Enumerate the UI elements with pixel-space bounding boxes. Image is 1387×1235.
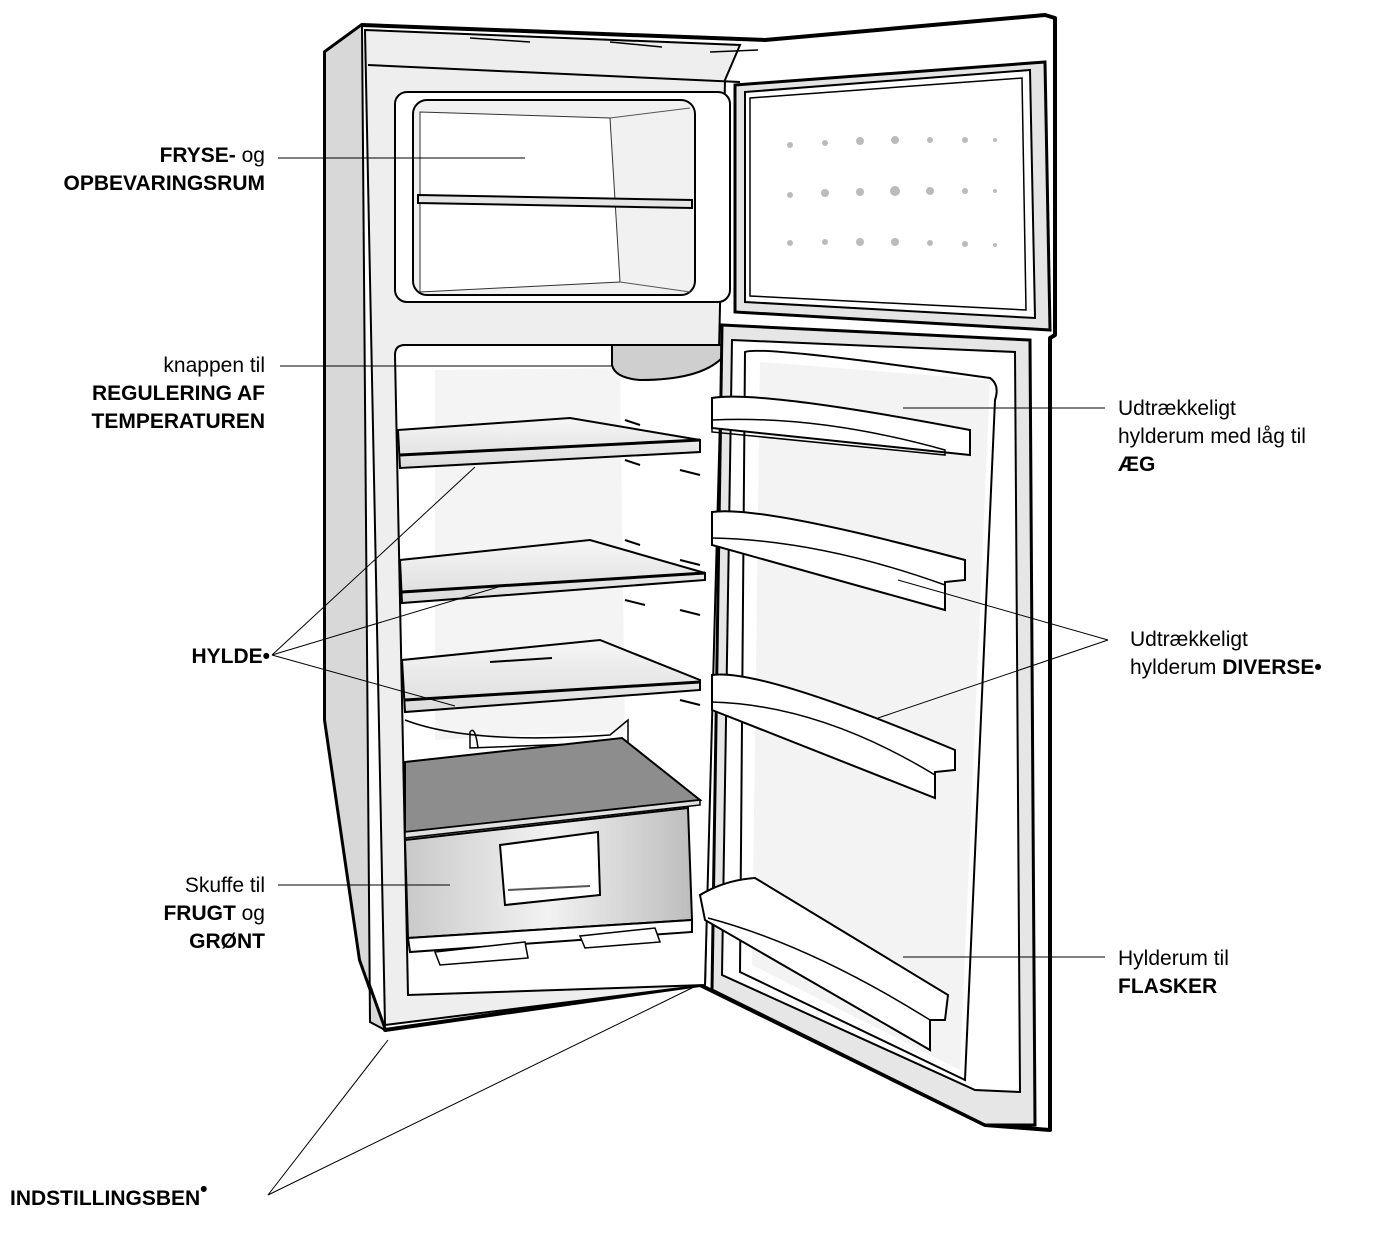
label-hylde: HYLDE•	[191, 643, 270, 671]
label-ben-bullet: •	[200, 1178, 208, 1201]
label-knap: knappen til REGULERING AF TEMPERATUREN	[92, 352, 265, 436]
label-flasker: Hylderum til FLASKER	[1118, 945, 1229, 1001]
label-fryse-normal: og	[235, 144, 265, 167]
door-shelf-2	[711, 673, 956, 800]
label-ben: INDSTILLINGSBEN•	[10, 1178, 208, 1213]
shelf-2	[398, 538, 706, 605]
label-diverse-line2-bold: DIVERSE	[1222, 656, 1315, 679]
label-knap-line2: REGULERING AF	[91, 382, 265, 405]
label-skuffe-line2-bold: FRUGT	[163, 902, 236, 925]
leader-diverse-2	[877, 639, 1109, 719]
bottle-rack	[698, 876, 950, 1052]
label-skuffe-line1: Skuffe til	[184, 874, 265, 897]
drawer-handle	[498, 830, 602, 907]
label-diverse-line2-normal: hylderum	[1130, 656, 1223, 679]
label-diverse: Udtrækkeligt hylderum DIVERSE•	[1130, 626, 1322, 682]
leader-diverse-1	[897, 579, 1109, 641]
label-diverse-bullet: •	[1314, 656, 1322, 679]
thermostat-knob	[611, 344, 723, 382]
label-ben-text: INDSTILLINGSBEN	[10, 1187, 201, 1210]
label-skuffe-line3: GRØNT	[189, 930, 265, 953]
label-hylde-bullet: •	[262, 645, 270, 668]
leader-hylde-2	[271, 584, 506, 656]
leader-ben-1	[267, 1039, 389, 1196]
leader-hylde-1	[271, 466, 476, 656]
fridge-door	[698, 323, 1037, 1127]
label-hylde-text: HYLDE	[191, 645, 263, 668]
leader-hylde-3	[271, 654, 456, 707]
label-skuffe-line2-normal: og	[235, 902, 265, 925]
freezer-door-dimples	[787, 136, 997, 247]
label-aeg-line3: ÆG	[1118, 453, 1156, 476]
label-knap-line3: TEMPERATUREN	[91, 410, 265, 433]
label-skuffe: Skuffe til FRUGT og GRØNT	[163, 872, 265, 956]
freezer-compartment	[394, 91, 731, 303]
label-fryse-line2: OPBEVARINGSRUM	[63, 172, 265, 195]
leader-ben-2	[267, 984, 699, 1196]
label-fryse-bold: FRYSE-	[159, 144, 236, 167]
label-diverse-line1: Udtrækkeligt	[1130, 628, 1248, 651]
shelf-3	[400, 638, 701, 714]
label-flasker-line1: Hylderum til	[1118, 947, 1229, 970]
crisper-drawer	[403, 736, 703, 966]
leader-lines	[267, 157, 1109, 1196]
label-aeg-line2: hylderum med låg til	[1118, 425, 1306, 448]
label-knap-line1: knappen til	[163, 354, 265, 377]
shelf-1	[396, 416, 701, 470]
freezer-door	[733, 60, 1052, 332]
label-aeg-line1: Udtrækkeligt	[1118, 397, 1236, 420]
egg-compartment	[711, 395, 971, 457]
label-fryse: FRYSE- og OPBEVARINGSRUM	[64, 142, 265, 198]
label-aeg: Udtrækkeligt hylderum med låg til ÆG	[1118, 395, 1306, 479]
fridge-compartment	[393, 344, 724, 997]
label-flasker-line2: FLASKER	[1118, 975, 1218, 998]
door-shelf-1	[711, 510, 966, 612]
